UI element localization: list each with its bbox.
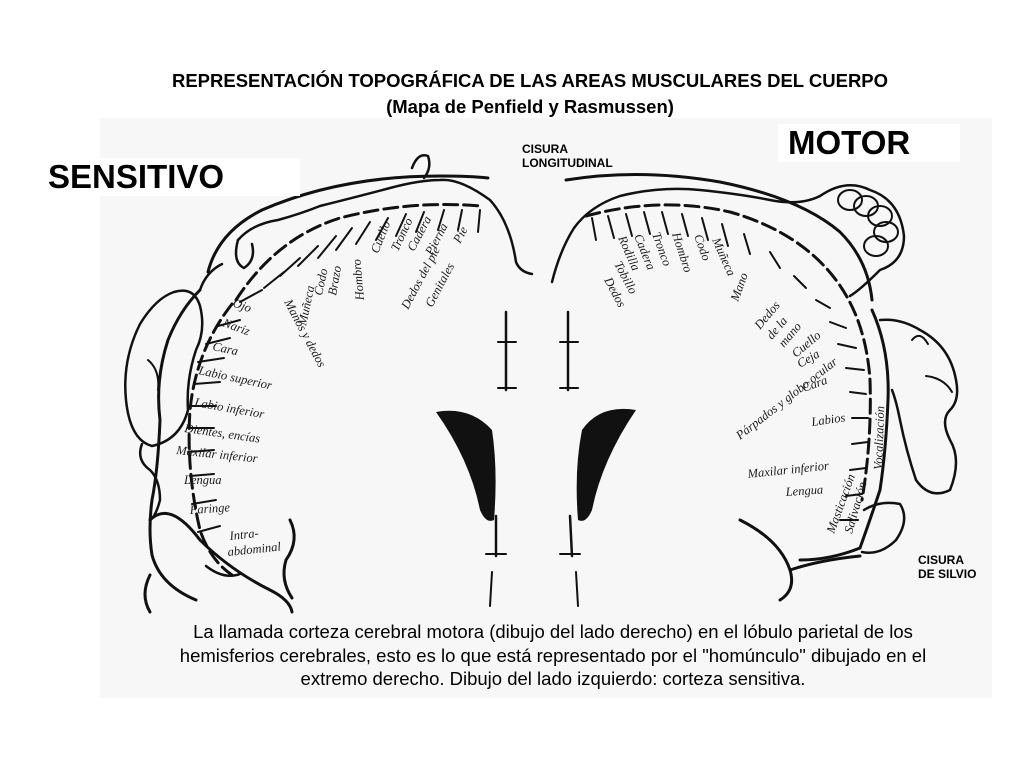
label-faringe: Faringe <box>188 500 231 517</box>
sylvian-fissure-label: CISURA DE SILVIO <box>918 553 976 581</box>
sylvian-fissure-line-1: CISURA <box>918 553 965 567</box>
longitudinal-fissure-label: CISURA LONGITUDINAL <box>522 142 613 170</box>
caption-line-2: hemisferios cerebrales, esto es lo que e… <box>179 644 927 666</box>
label-m-vocalizacion: Vocalización <box>871 406 887 470</box>
label-ojo: Ojo <box>231 296 253 316</box>
label-hombro: Hombro <box>349 259 367 302</box>
label-codo: Codo <box>311 267 330 296</box>
caption-line-3: extremo derecho. Dibujo del lado izquier… <box>300 668 806 689</box>
title-line-1: REPRESENTACIÓN TOPOGRÁFICA DE LAS AREAS … <box>171 70 889 91</box>
longitudinal-fissure-line-2: LONGITUDINAL <box>522 156 613 170</box>
brain-outline <box>124 154 959 614</box>
sensory-label: SENSITIVO <box>46 158 301 196</box>
scan-background <box>100 118 992 698</box>
caption-line-1: La llamada corteza cerebral motora (dibu… <box>193 621 913 642</box>
diagram-title: REPRESENTACIÓN TOPOGRÁFICA DE LAS AREAS … <box>60 68 1000 120</box>
label-m-labios: Labios <box>809 410 846 429</box>
longitudinal-fissure-line-1: CISURA <box>522 142 569 156</box>
left-ventricle <box>436 410 496 521</box>
title-line-2: (Mapa de Penfield y Rasmussen) <box>386 96 674 117</box>
label-cara: Cara <box>211 339 239 358</box>
label-brazo: Brazo <box>325 265 344 297</box>
label-m-lengua: Lengua <box>784 482 823 499</box>
label-lengua: Lengua <box>183 473 222 487</box>
label-abdominal: abdominal <box>227 539 282 559</box>
sylvian-fissure-line-2: DE SILVIO <box>918 567 977 581</box>
diagram-caption: La llamada corteza cerebral motora (dibu… <box>128 620 978 691</box>
motor-label: MOTOR <box>778 124 961 162</box>
label-intra: Intra- <box>228 526 259 543</box>
right-ventricle <box>576 408 636 521</box>
